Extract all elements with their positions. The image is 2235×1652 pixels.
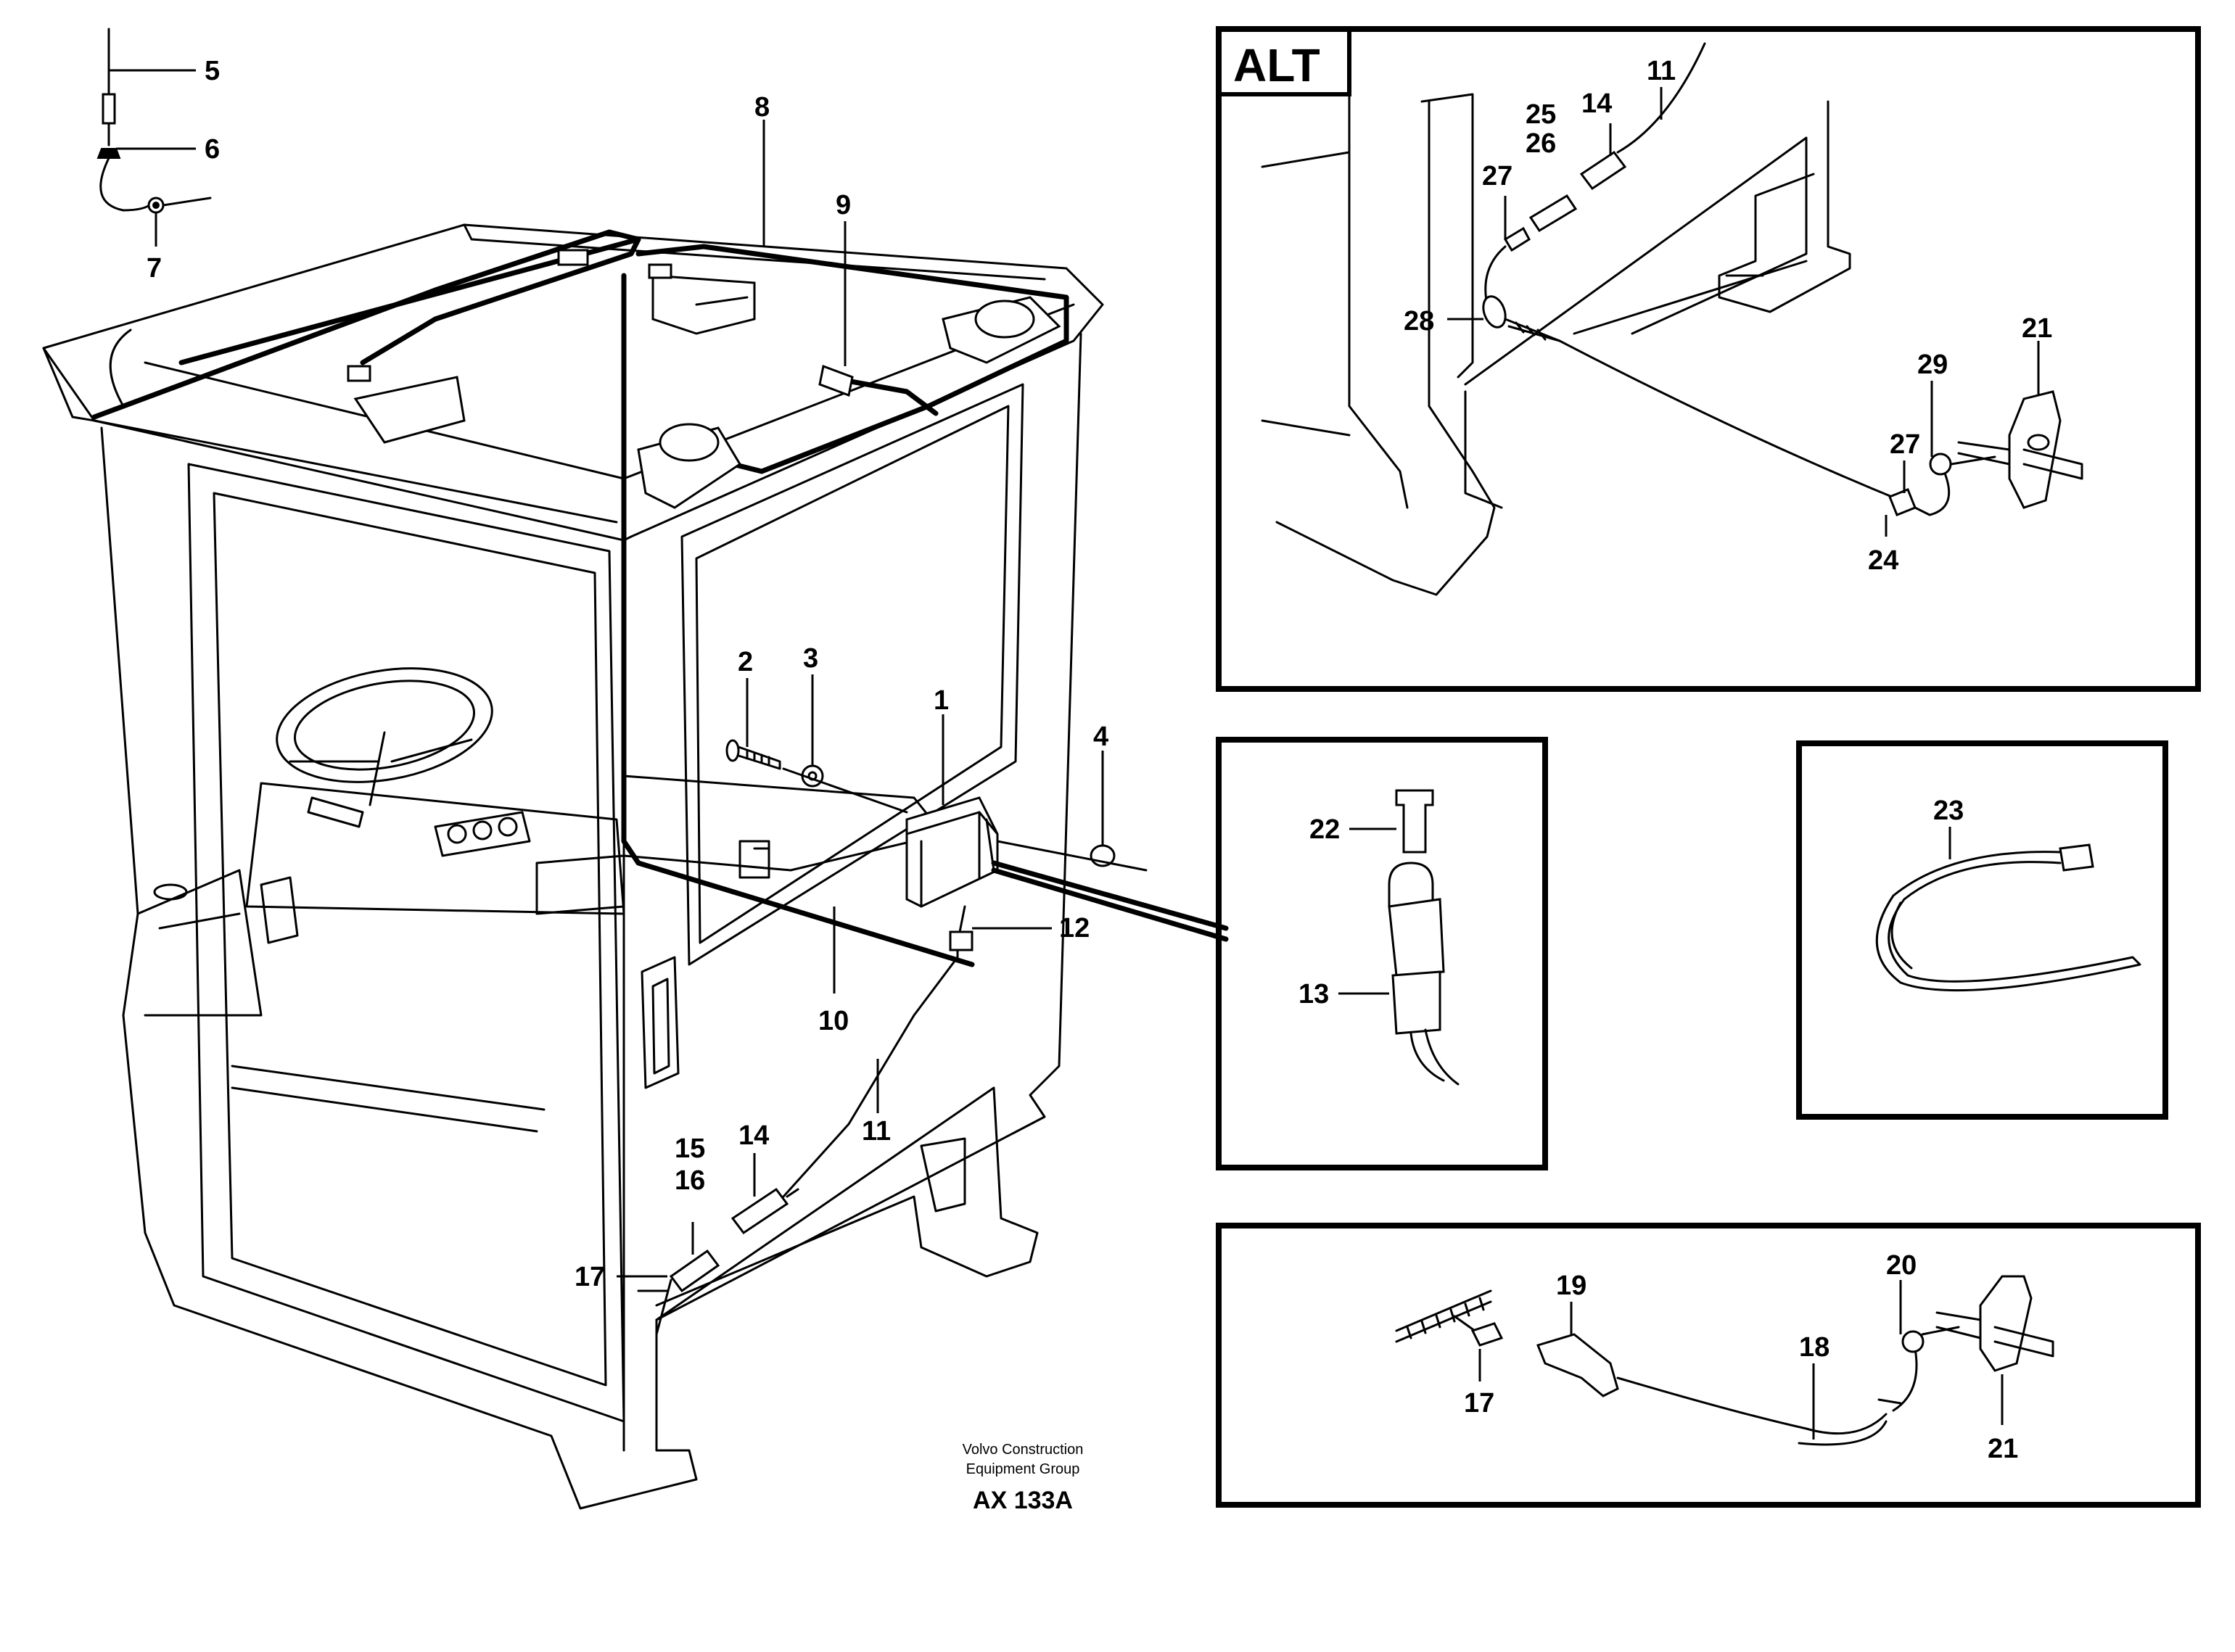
caption-line-1: Volvo Construction [963,1442,1084,1458]
fuse-detail-box: 22 13 [1216,737,1548,1170]
caption: Volvo Construction Equipment Group AX 13… [963,1442,1084,1514]
callout-17: 17 [575,1262,605,1292]
callout-14: 14 [738,1120,769,1151]
alt-detail-box: ALT [1216,26,2201,692]
alt-callout-25: 25 [1526,99,1556,130]
callout-2: 2 [738,647,753,677]
alt-callout-24: 24 [1868,545,1898,576]
cable-tie-detail-box: 23 [1796,740,2168,1120]
alt-callout-29: 29 [1917,350,1948,380]
callout-3: 3 [803,643,818,674]
bottom-callout-18: 18 [1799,1332,1829,1363]
callout-12: 12 [1059,913,1090,943]
alt-callout-14: 14 [1581,88,1612,119]
alt-callout-11: 11 [1647,56,1676,86]
drawing-code: AX 133A [973,1487,1073,1514]
callout-13: 13 [1298,979,1329,1009]
bottom-callout-20: 20 [1886,1250,1917,1281]
main-callout-labels: 5 6 7 8 9 2 3 1 4 12 10 11 14 15 16 17 [147,56,1108,1292]
bottom-callout-19: 19 [1556,1271,1586,1301]
callout-22: 22 [1309,814,1340,845]
callout-10: 10 [818,1006,849,1036]
callout-11: 11 [862,1116,891,1147]
alt-callout-27a: 27 [1482,161,1512,191]
callout-7: 7 [147,253,162,284]
callout-1: 1 [934,685,949,716]
control-unit-assembly [637,739,1148,1336]
callout-16: 16 [675,1165,705,1196]
callout-9: 9 [836,190,851,220]
bottom-callout-17: 17 [1464,1388,1494,1418]
main-leaders [109,69,1229,1278]
callout-4: 4 [1093,722,1108,752]
roof-harness [91,229,1069,967]
alt-label: ALT [1233,39,1320,91]
callout-23: 23 [1933,796,1964,826]
antenna-detail [96,28,212,214]
cab-illustration [42,223,1104,1510]
bottom-callout-21: 21 [1988,1434,2018,1464]
callout-8: 8 [754,92,770,123]
alt-callout-27b: 27 [1890,429,1920,460]
alt-callout-28: 28 [1404,306,1434,336]
callout-15: 15 [675,1133,705,1164]
alt-callout-21: 21 [2022,313,2052,344]
bottom-detail-box: 19 20 17 18 21 [1216,1223,2201,1508]
callout-6: 6 [205,134,220,165]
caption-line-2: Equipment Group [966,1461,1080,1477]
alt-callout-26: 26 [1526,128,1556,159]
callout-5: 5 [205,56,220,86]
